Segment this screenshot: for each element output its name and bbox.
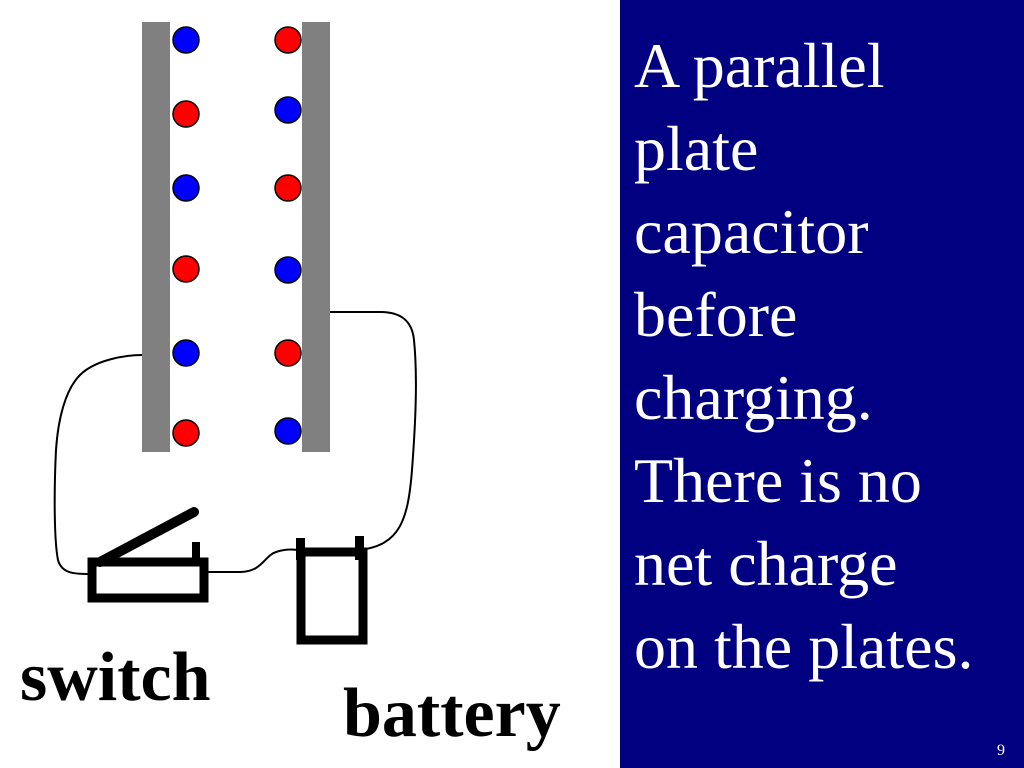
positive-charge-dot	[274, 26, 302, 54]
caption-text: A parallel plate capacitor before chargi…	[634, 24, 1019, 688]
wire-right-plate-to-battery	[330, 311, 417, 551]
battery-body	[296, 547, 368, 645]
capacitor-circuit-diagram: switch battery	[20, 22, 561, 752]
switch-label: switch	[20, 639, 211, 716]
caption-line: net charge	[634, 528, 898, 599]
switch-base	[87, 557, 209, 603]
caption-line: charging.	[634, 362, 873, 433]
negative-charge-dot	[274, 256, 302, 284]
switch-lever	[95, 507, 199, 567]
left-plate-charges	[172, 26, 200, 447]
positive-charge-dot	[172, 255, 200, 283]
negative-charge-dot	[172, 339, 200, 367]
caption-panel: A parallel plate capacitor before chargi…	[620, 0, 1024, 768]
positive-charge-dot	[274, 174, 302, 202]
right-capacitor-plate	[302, 22, 330, 452]
battery-terminal-right	[355, 536, 364, 560]
negative-charge-dot	[172, 174, 200, 202]
wire-switch-to-battery	[205, 548, 299, 573]
battery-terminal-left	[296, 538, 305, 560]
right-plate-charges	[274, 26, 302, 445]
caption-line: plate	[634, 113, 759, 184]
negative-charge-dot	[172, 26, 200, 54]
positive-charge-dot	[274, 339, 302, 367]
positive-charge-dot	[172, 419, 200, 447]
caption-line: before	[634, 279, 798, 350]
switch-icon	[87, 507, 209, 603]
positive-charge-dot	[172, 100, 200, 128]
negative-charge-dot	[274, 96, 302, 124]
wire-left-plate-to-switch	[53, 354, 143, 576]
left-capacitor-plate	[142, 22, 170, 452]
caption-line: There is no	[634, 445, 922, 516]
slide-number: 9	[997, 742, 1005, 759]
caption-line: A parallel	[634, 30, 885, 101]
negative-charge-dot	[274, 417, 302, 445]
caption-line: capacitor	[634, 196, 869, 267]
battery-icon	[296, 536, 368, 645]
battery-label: battery	[343, 675, 561, 752]
caption-line: on the plates.	[634, 611, 974, 682]
